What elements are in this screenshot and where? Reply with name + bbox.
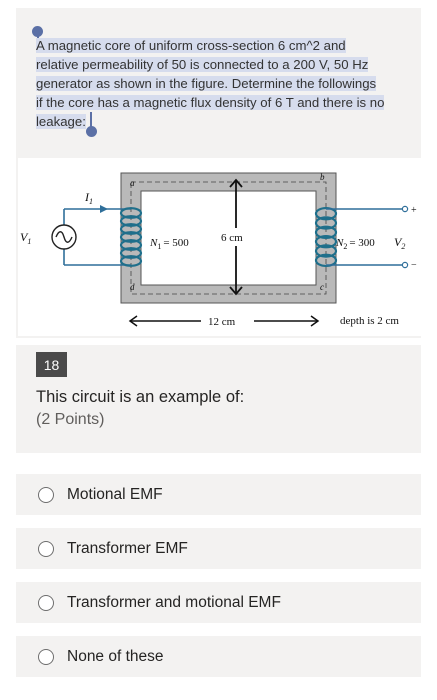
question-number-badge: 18: [36, 352, 67, 377]
n2-label: N2= 300: [335, 237, 375, 251]
height-label-bg: [220, 228, 254, 246]
coil-turn: [314, 216, 338, 230]
terminal-minus-icon: [401, 261, 409, 269]
radio-button[interactable]: [38, 486, 54, 503]
intro-line-2: relative permeability of 50 is connected…: [36, 57, 369, 72]
question-intro-card: A magnetic core of uniform cross-section…: [16, 8, 421, 338]
terminal-plus-icon: [401, 205, 409, 213]
coil-turn: [119, 231, 143, 243]
corner-c-label: c: [320, 282, 324, 292]
coil-turn: [314, 253, 338, 268]
intro-line-5: leakage:: [36, 114, 86, 129]
radio-button[interactable]: [38, 540, 54, 557]
transformer-figure: I1 V1 N1= 500 N2= 300 V2 6 cm 12 cm dept…: [18, 158, 421, 336]
selection-start-handle[interactable]: [32, 26, 43, 37]
coil-turn: [119, 247, 143, 259]
question-intro-text: A magnetic core of uniform cross-section…: [36, 36, 416, 131]
width-arrow-left-icon: [128, 315, 138, 327]
i1-label: I1: [84, 190, 93, 206]
coil-turn: [119, 239, 143, 251]
coil-turn: [314, 244, 338, 258]
corner-d-label: d: [130, 282, 135, 292]
coil-turn: [314, 225, 338, 240]
coil-turn: [119, 255, 143, 267]
radio-button[interactable]: [38, 648, 54, 665]
height-arrow-up-icon: [229, 178, 243, 188]
coil-turn: [314, 206, 338, 221]
sine-wave-icon: [55, 231, 73, 243]
option-label: None of these: [67, 647, 164, 665]
secondary-coil: [314, 206, 338, 268]
option-label: Transformer and motional EMF: [67, 593, 281, 611]
n1-label: N1= 500: [149, 237, 189, 251]
question-points: (2 Points): [36, 411, 105, 428]
plus-sign: +: [411, 205, 417, 216]
corner-b-label: b: [320, 172, 325, 182]
coil-turn: [314, 234, 338, 249]
option-motional-emf[interactable]: Motional EMF: [16, 474, 421, 515]
option-transformer-emf[interactable]: Transformer EMF: [16, 528, 421, 569]
primary-coil: [119, 207, 143, 267]
height-label: 6 cm: [221, 232, 243, 244]
question-card: 18 This circuit is an example of: (2 Poi…: [16, 345, 421, 453]
radio-button[interactable]: [38, 594, 54, 611]
v1-label: V1: [20, 230, 31, 246]
intro-line-4: if the core has a magnetic flux density …: [36, 95, 385, 110]
option-transformer-and-motional-emf[interactable]: Transformer and motional EMF: [16, 582, 421, 623]
coil-turn: [119, 207, 143, 219]
coil-turn: [119, 215, 143, 227]
selection-end-handle[interactable]: [85, 126, 97, 137]
v2-label: V2: [394, 235, 405, 251]
question-text: This circuit is an example of:: [36, 388, 245, 406]
width-label: 12 cm: [208, 316, 236, 328]
option-label: Transformer EMF: [67, 539, 188, 557]
width-arrow-right-icon: [310, 315, 320, 327]
coil-turn: [119, 223, 143, 235]
depth-label: depth is 2 cm: [340, 315, 399, 327]
height-arrow-down-icon: [229, 286, 243, 296]
intro-line-3: generator as shown in the figure. Determ…: [36, 76, 377, 91]
corner-a-label: a: [130, 178, 135, 188]
minus-sign: −: [411, 260, 417, 271]
option-label: Motional EMF: [67, 485, 163, 503]
intro-line-1: A magnetic core of uniform cross-section…: [36, 38, 346, 53]
current-arrow-icon: [100, 205, 108, 213]
selection-end-bar: [90, 112, 92, 130]
option-none-of-these[interactable]: None of these: [16, 636, 421, 677]
transformer-diagram: I1 V1 N1= 500 N2= 300 V2 6 cm 12 cm dept…: [20, 172, 417, 328]
